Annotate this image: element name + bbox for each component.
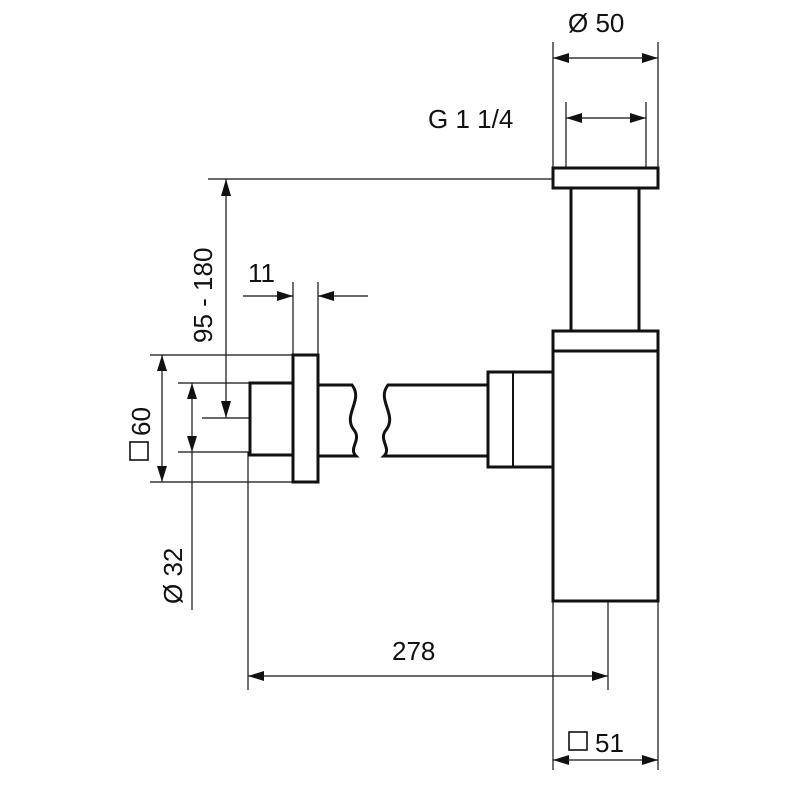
label-height-range: 95 - 180 — [188, 248, 218, 343]
dim-flange-thickness — [243, 291, 368, 301]
dim-height-range — [221, 179, 231, 418]
dim-thread — [566, 113, 646, 123]
riser-tube — [569, 186, 641, 333]
label-rosette-square: 60 — [126, 407, 156, 436]
wall-rosette — [291, 353, 320, 484]
dim-pipe-diameter — [187, 383, 197, 610]
siphon-body — [551, 349, 660, 603]
dim-rosette-square — [157, 355, 167, 482]
outlet-nut — [486, 370, 555, 469]
dim-projection — [248, 671, 608, 681]
pipe-right-segment — [380, 383, 490, 458]
label-body-square-group: 51 — [568, 728, 624, 758]
label-pipe-diameter: Ø 32 — [158, 548, 188, 604]
top-cap — [551, 166, 660, 190]
square-symbol-icon — [568, 731, 588, 751]
pipe-left-segment — [316, 383, 360, 458]
label-rosette-square-group: 60 — [126, 407, 156, 461]
label-thread: G 1 1/4 — [428, 104, 513, 134]
label-projection: 278 — [392, 636, 435, 666]
label-flange-thickness: 11 — [248, 258, 275, 288]
wall-pipe-stub — [248, 381, 295, 457]
square-symbol-icon — [129, 441, 149, 461]
label-body-square: 51 — [595, 728, 624, 758]
dim-outlet-diameter — [553, 53, 658, 63]
body-collar — [551, 329, 660, 353]
dim-body-square — [553, 755, 658, 765]
label-outlet-diameter: Ø 50 — [568, 8, 624, 38]
